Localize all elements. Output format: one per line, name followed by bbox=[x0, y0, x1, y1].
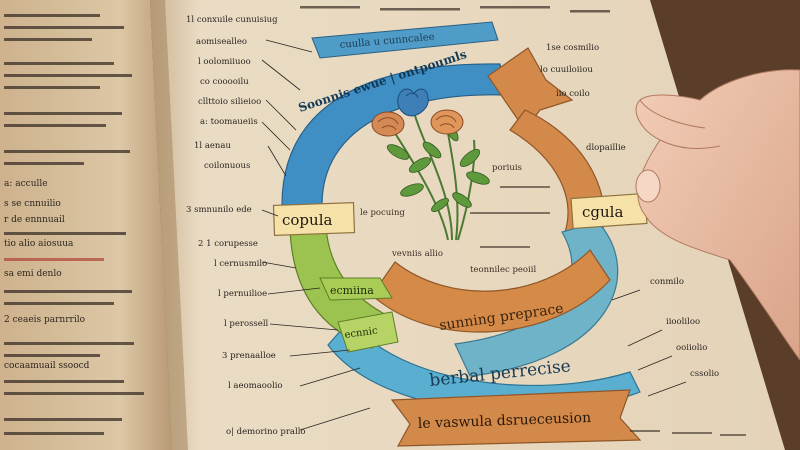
blue-arc bbox=[281, 63, 506, 206]
margin-note: 2 1 corupesse bbox=[198, 239, 258, 249]
margin-note: conmilo bbox=[650, 277, 684, 287]
bottom-banner bbox=[390, 389, 642, 447]
green-tag-bottom-label: ecnnic bbox=[344, 325, 379, 341]
center-faint-lines bbox=[470, 186, 550, 248]
green-tag-top bbox=[319, 277, 393, 301]
margin-note: aomisealleo bbox=[196, 37, 247, 47]
thumbnail bbox=[635, 169, 661, 203]
margin-note: ooiiolio bbox=[676, 343, 707, 353]
orange-arc-lower bbox=[371, 249, 611, 333]
blue-flower-icon bbox=[397, 88, 429, 117]
margin-note: cllttoio silieioo bbox=[198, 97, 261, 107]
margin-note: l cernusmilo bbox=[214, 259, 267, 269]
leader-lines-left bbox=[261, 39, 371, 431]
left-page-note: a: acculle bbox=[4, 179, 48, 189]
margin-note: 1se cosmilio bbox=[546, 43, 599, 53]
flower-bouquet-illustration bbox=[371, 88, 490, 241]
center-note: le pocuing bbox=[360, 208, 405, 218]
top-banner bbox=[311, 21, 499, 59]
margin-note: a: toomaueiis bbox=[200, 117, 258, 127]
copula-box-label: copula bbox=[282, 211, 332, 229]
margin-note: cssolio bbox=[690, 369, 719, 379]
bottom-banner-label: le vaswula dsrueceusion bbox=[418, 410, 592, 432]
left-page-note: r de ennnuail bbox=[4, 215, 65, 225]
green-tag-top-label: ecmiina bbox=[330, 284, 374, 297]
margin-note: lo cuuiloiiou bbox=[540, 65, 593, 75]
left-page-text bbox=[4, 14, 144, 435]
margin-note: coilonuous bbox=[204, 161, 250, 171]
center-note: teonnilec peoiil bbox=[470, 265, 536, 275]
right-margin-notes: 1se cosmilio lo cuuiloiiou iio coilo dlo… bbox=[540, 43, 719, 379]
margin-note: 1l conxuile cunuisiug bbox=[186, 15, 278, 25]
margin-note: l aeomaoolio bbox=[228, 381, 283, 391]
page-footer-lines bbox=[630, 430, 746, 436]
book-spine-shadow bbox=[150, 0, 188, 450]
copula-box bbox=[272, 201, 356, 237]
top-text-lines bbox=[300, 6, 610, 13]
left-page-note: s se cnnuilio bbox=[4, 199, 61, 209]
left-margin-notes: 1l conxuile cunuisiug aomisealleo l oolo… bbox=[186, 15, 306, 437]
center-note: vevniis allio bbox=[391, 249, 443, 259]
rose-flower-icon bbox=[430, 109, 464, 135]
margin-note: dlopaillie bbox=[586, 143, 626, 153]
cycle-diagram: cuulla u cunncalee Soonnis ewue | ontpou… bbox=[272, 21, 648, 447]
center-note: poriuis bbox=[492, 163, 522, 173]
margin-note: iiooliloo bbox=[666, 317, 700, 327]
cgula-box-label: cgula bbox=[582, 203, 623, 221]
hand bbox=[635, 69, 800, 361]
margin-note: o| demorino prallo bbox=[226, 427, 306, 437]
margin-note: l oolomiiuoo bbox=[198, 57, 251, 67]
margin-note: l perossell bbox=[224, 319, 269, 329]
margin-note: 3 smnunilo ede bbox=[186, 205, 252, 215]
margin-note: iio coilo bbox=[556, 89, 590, 99]
right-page bbox=[150, 0, 785, 450]
margin-note: co cooooilu bbox=[200, 77, 249, 87]
leader-lines-right bbox=[611, 289, 687, 397]
left-page-note: sa emi denlo bbox=[4, 269, 62, 279]
left-page-notes: a: acculle s se cnnuilio r de ennnuail t… bbox=[4, 179, 90, 371]
margin-note: l pernuilioe bbox=[218, 289, 267, 299]
green-tag-bottom bbox=[337, 311, 399, 353]
left-page-note: 2 ceaeis parnrrilo bbox=[4, 315, 85, 325]
margin-note: 1l aenau bbox=[194, 141, 231, 151]
blue-bottom-arc bbox=[327, 319, 641, 413]
left-page-note: cocaamuail ssoocd bbox=[4, 361, 90, 371]
left-page-note: tio alio aiosuua bbox=[4, 239, 74, 249]
orange-flower-icon bbox=[371, 111, 405, 137]
margin-note: 3 prenaalloe bbox=[222, 351, 276, 361]
